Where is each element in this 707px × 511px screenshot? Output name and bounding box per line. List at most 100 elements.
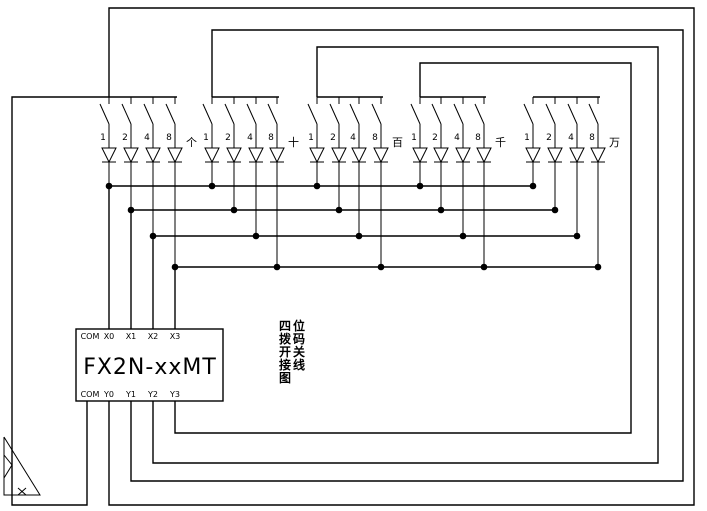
diode-icon: [145, 147, 161, 164]
weight-label: 2: [225, 133, 231, 143]
diode-icon: [269, 147, 285, 164]
switch-contact: [224, 103, 235, 125]
weight-label: 2: [122, 133, 128, 143]
caption-char: 四: [279, 319, 291, 333]
corner-symbol: [3, 436, 41, 496]
switch-contact: [523, 103, 534, 125]
output-scan-wires: [108, 7, 695, 506]
output-loop-y2: [152, 46, 659, 464]
switch-contact: [588, 103, 599, 125]
weight-label: 4: [144, 133, 150, 143]
diode-icon: [547, 147, 563, 164]
diode-icon: [476, 147, 492, 164]
digit-label: 十: [288, 135, 299, 149]
weight-label: 8: [475, 133, 481, 143]
weight-label: 4: [350, 133, 356, 143]
weight-label: 8: [268, 133, 274, 143]
weight-label: 1: [411, 133, 417, 143]
output-terminal-y2: Y2: [147, 390, 158, 399]
weight-label: 1: [203, 133, 209, 143]
switch-contact: [307, 103, 318, 125]
diode-icon: [204, 147, 220, 164]
diode-icon: [569, 147, 585, 164]
weight-label: 1: [308, 133, 314, 143]
switch-contact: [474, 103, 485, 125]
weight-label: 1: [100, 133, 106, 143]
weight-label: 8: [372, 133, 378, 143]
weight-label: 8: [166, 133, 172, 143]
switch-contact: [99, 103, 110, 125]
diode-icon: [167, 147, 183, 164]
digit-label: 万: [609, 136, 620, 149]
caption-char: 关: [293, 344, 305, 359]
diode-icon: [226, 147, 242, 164]
diode-icon: [412, 147, 428, 164]
switch-contact: [349, 103, 360, 125]
switch-contact: [267, 103, 278, 125]
output-terminal-y1: Y1: [125, 390, 136, 399]
switch-contact: [121, 103, 132, 125]
diode-icon: [248, 147, 264, 164]
plc-body: [75, 328, 224, 402]
switch-contact: [545, 103, 556, 125]
switch-group-2: 1 2 4 8 十: [202, 96, 299, 271]
switch-contact: [329, 103, 340, 125]
plc-model: FX2N-xxMT: [83, 355, 217, 380]
weight-label: 4: [454, 133, 460, 143]
input-terminal-x2: X2: [148, 332, 159, 341]
diode-icon: [309, 147, 325, 164]
weight-label: 1: [524, 133, 530, 143]
switch-contact: [453, 103, 464, 125]
output-terminal-y0: Y0: [103, 390, 114, 399]
diode-icon: [331, 147, 347, 164]
diode-icon: [433, 147, 449, 164]
caption-char: 位: [293, 318, 305, 333]
caption-char: 开: [279, 345, 291, 359]
diode-icon: [123, 147, 139, 164]
caption-char: 拨: [279, 331, 292, 346]
input-terminal-x1: X1: [126, 332, 137, 341]
weight-label: 2: [432, 133, 438, 143]
input-terminal-com: COM: [81, 332, 100, 341]
output-terminal-com: COM: [81, 390, 100, 399]
diode-icon: [525, 147, 541, 164]
switch-contact: [246, 103, 257, 125]
static-wires: [3, 96, 109, 506]
switch-contact: [567, 103, 578, 125]
diagram-caption: 四位拨码开关接线图: [279, 318, 305, 385]
left-com-loop: [11, 96, 109, 506]
output-terminal-y3: Y3: [169, 390, 180, 399]
switch-contact: [143, 103, 154, 125]
diode-icon: [455, 147, 471, 164]
switch-contact: [431, 103, 442, 125]
weight-label: 2: [546, 133, 552, 143]
output-loop-y3: [174, 62, 632, 434]
weight-label: 2: [330, 133, 336, 143]
switch-contact: [410, 103, 421, 125]
output-loop-y0: [108, 7, 695, 506]
switch-contact: [202, 103, 213, 125]
switch-group-1: 1 2 4 8 个: [99, 96, 197, 271]
caption-char: 线: [293, 357, 305, 372]
switch-contact: [371, 103, 382, 125]
caption-char: 码: [293, 332, 305, 346]
digit-label: 个: [186, 136, 197, 149]
switch-group-3: 1 2 4 8 百: [307, 96, 403, 271]
diode-icon: [351, 147, 367, 164]
diode-icon: [101, 147, 117, 164]
input-terminal-x3: X3: [170, 332, 181, 341]
digit-label: 百: [392, 136, 403, 149]
switch-contact: [165, 103, 176, 125]
output-loop-y1: [130, 29, 684, 482]
weight-label: 4: [247, 133, 253, 143]
bcd-bus-lines: [108, 185, 598, 329]
diode-icon: [590, 147, 606, 164]
caption-char: 图: [279, 371, 291, 385]
